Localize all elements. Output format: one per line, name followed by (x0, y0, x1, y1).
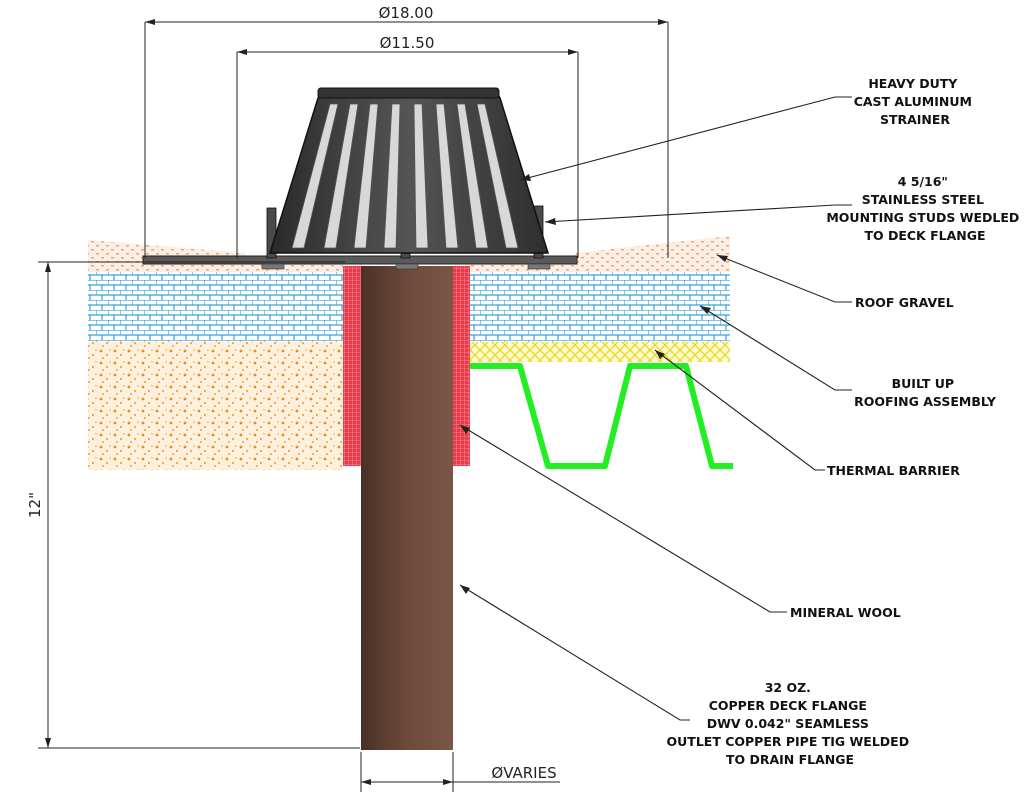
mineral-wool-right (452, 266, 470, 466)
dimension-outer-diameter (144, 19, 669, 258)
thermal-barrier-band (470, 342, 730, 362)
leader-arrowheads (460, 174, 728, 594)
outer-diameter-label: Ø18.00 (379, 4, 434, 22)
insulation-left (88, 342, 343, 470)
roofing-assembly-right (470, 272, 730, 342)
flange-nut-right (527, 263, 551, 270)
height-label: 12" (26, 492, 44, 518)
dimension-inner-diameter (236, 49, 579, 258)
roofing-assembly-left (88, 272, 343, 342)
flange-nut-center (395, 263, 419, 270)
mineral-wool-left (343, 266, 361, 466)
callout-thermal-barrier: THERMAL BARRIER (827, 463, 960, 478)
dimension-pipe-diameter (360, 752, 560, 792)
outlet-copper-pipe (361, 266, 453, 750)
callout-strainer: HEAVY DUTY CAST ALUMINUM STRAINER (854, 76, 977, 127)
copper-deck-flange (142, 255, 578, 265)
dimension-height (38, 261, 360, 749)
inner-diameter-label: Ø11.50 (380, 34, 435, 52)
callout-mineral-wool: MINERAL WOOL (790, 605, 901, 620)
leader-lines (459, 96, 852, 721)
callout-copper-pipe: 32 OZ. COPPER DECK FLANGE DWV 0.042" SEA… (667, 680, 914, 767)
pipe-diameter-label: ØVARIES (491, 764, 556, 782)
steel-deck (462, 363, 733, 469)
cast-aluminum-strainer (268, 87, 550, 254)
callout-built-up-roofing: BUILT UP ROOFING ASSEMBLY (854, 376, 997, 409)
callout-roof-gravel: ROOF GRAVEL (855, 295, 954, 310)
flange-nut-left (261, 263, 285, 270)
callout-mounting-studs: 4 5/16" STAINLESS STEEL MOUNTING STUDS W… (826, 174, 1023, 243)
